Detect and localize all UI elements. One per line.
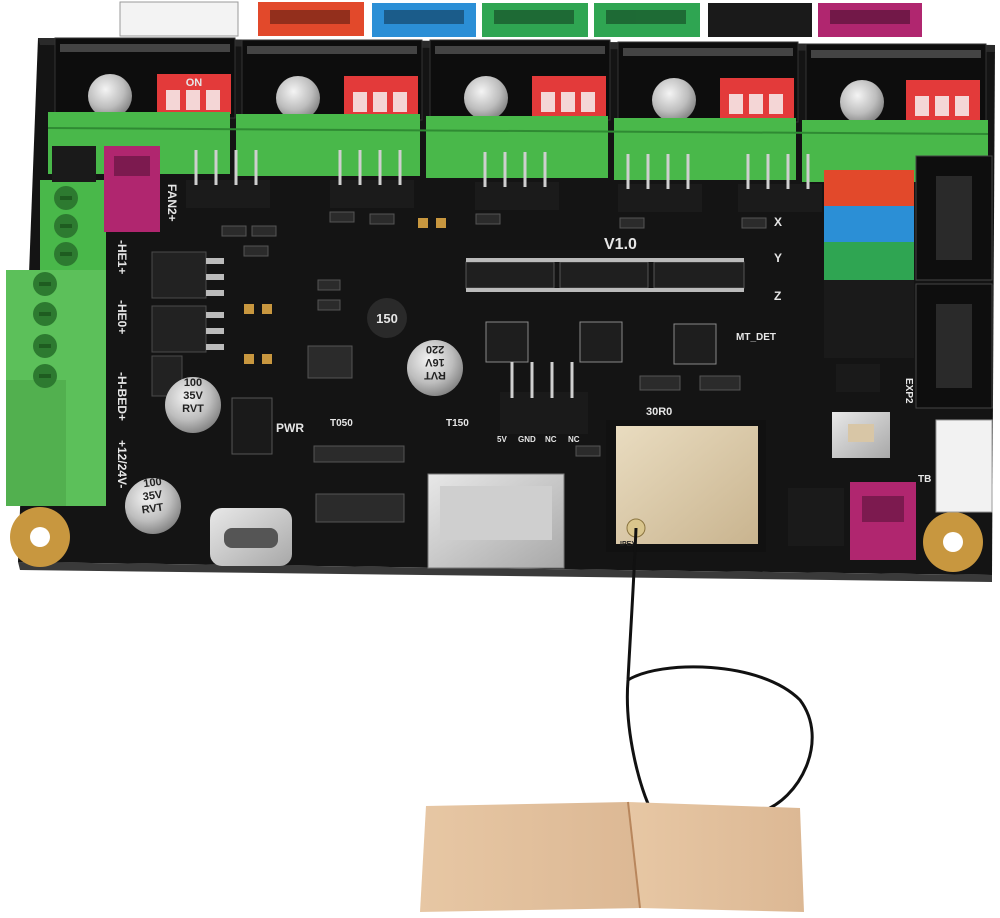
- antenna-tag: IPEX: [620, 541, 636, 548]
- power-terminal-block: [6, 180, 106, 506]
- axis-y: Y: [774, 251, 782, 265]
- module-mark: 30R0: [646, 406, 672, 418]
- board-version: V1.0: [604, 236, 637, 253]
- antenna-cable: [625, 527, 814, 814]
- pin-5v: 5V: [497, 435, 507, 444]
- svg-text:RVT: RVT: [182, 403, 204, 415]
- svg-text:220: 220: [426, 343, 444, 355]
- label-he0: -HE0+: [115, 300, 129, 334]
- bronze-pads: [244, 218, 446, 364]
- pin-nc1: NC: [545, 435, 557, 444]
- label-t050: T050: [330, 418, 353, 429]
- capacitor-220: 220 16V RVT: [407, 340, 463, 396]
- fan-connector-black: [52, 146, 96, 182]
- endstop-connectors: [824, 170, 914, 358]
- svg-text:RVT: RVT: [141, 502, 165, 517]
- label-fan2: FAN2+: [165, 184, 179, 222]
- label-exp2: EXP2: [903, 378, 914, 404]
- connector-white-tb: [935, 419, 993, 513]
- label-pwr: PWR: [276, 421, 304, 435]
- top-connectors: [119, 1, 922, 37]
- svg-text:35V: 35V: [183, 390, 203, 402]
- smd-components: [221, 211, 767, 523]
- wifi-module: 30R0 IPEX: [606, 406, 766, 552]
- svg-text:150: 150: [376, 311, 398, 326]
- driver-section: ON: [54, 37, 987, 125]
- antenna-tape: [420, 801, 804, 912]
- label-mt-det: MT_DET: [736, 332, 776, 343]
- capacitor-left-2: 100 35V RVT: [125, 476, 181, 534]
- mounting-hole-left: [10, 507, 70, 567]
- exp-headers: [915, 155, 993, 409]
- svg-text:100: 100: [143, 476, 163, 490]
- driver-ics: [485, 321, 717, 365]
- label-vin: +12/24V-: [115, 440, 129, 488]
- dip-label: ON: [186, 77, 203, 89]
- pin-gnd: GND: [518, 435, 536, 444]
- label-hbed: -H-BED+: [115, 372, 129, 421]
- svg-text:RVT: RVT: [424, 369, 446, 381]
- mosfets: [151, 251, 207, 397]
- capacitor-left-1: 100 35V RVT: [165, 377, 221, 433]
- logic-chips: [465, 258, 745, 292]
- mounting-hole-right: [923, 512, 983, 572]
- pin-nc2: NC: [568, 435, 580, 444]
- uart-header: 5V GND NC NC: [497, 362, 588, 444]
- connector-black-bottom: [788, 488, 844, 546]
- pwr-jumper: [231, 397, 273, 455]
- power-labels: FAN2+ -HE1+ -HE0+ -H-BED+ +12/24V-: [115, 184, 179, 488]
- label-t150: T150: [446, 418, 469, 429]
- axis-z: Z: [774, 289, 781, 303]
- svg-text:16V: 16V: [425, 356, 445, 368]
- usb-c-port: [210, 508, 292, 566]
- label-he1: -HE1+: [115, 240, 129, 274]
- dip-switches: ON: [157, 74, 980, 120]
- driver-capacitors: [88, 74, 884, 124]
- inductor: 150: [367, 298, 407, 338]
- svg-text:35V: 35V: [142, 489, 164, 504]
- svg-text:100: 100: [184, 377, 202, 389]
- jumper-right: [836, 364, 880, 392]
- label-tb: TB: [918, 474, 931, 485]
- axis-x: X: [774, 215, 782, 229]
- sd-card-slot: [427, 473, 565, 569]
